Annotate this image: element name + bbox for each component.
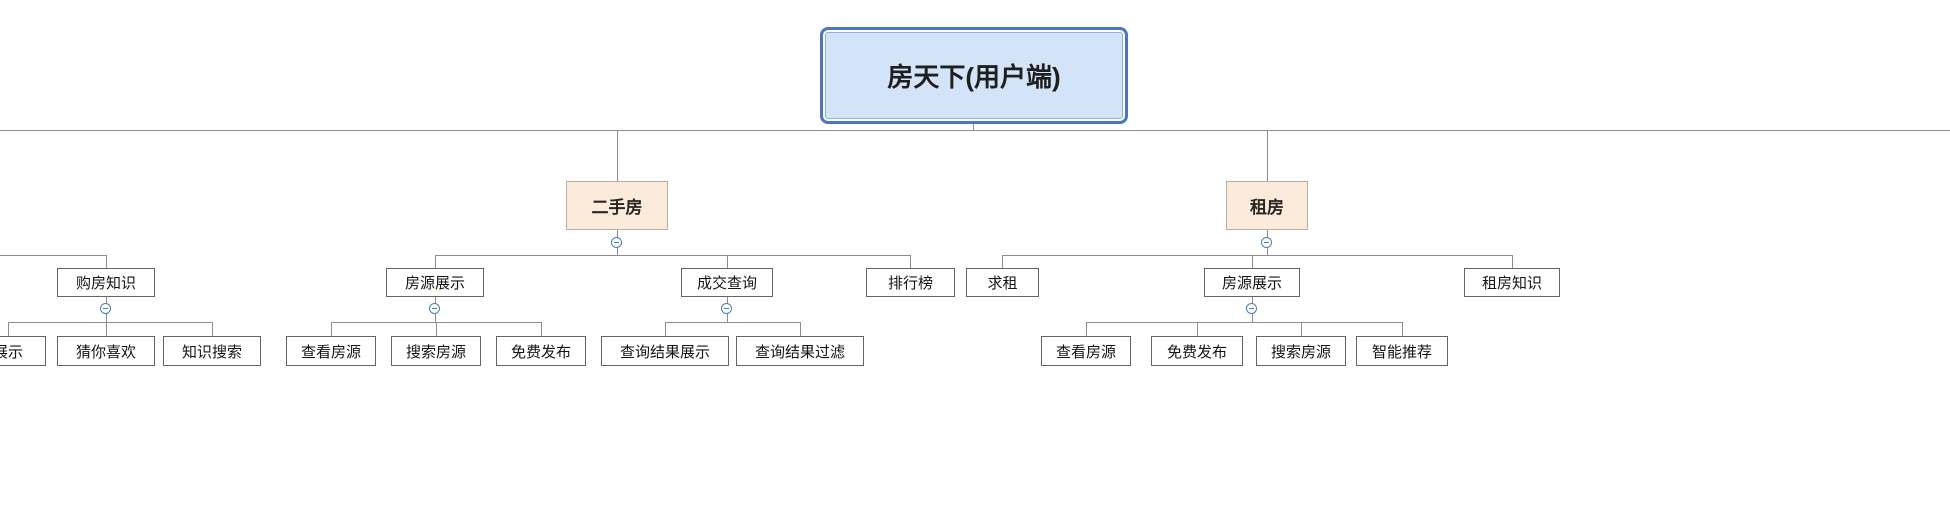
connector-line <box>1252 255 1253 268</box>
connector-line <box>1002 255 1003 268</box>
collapse-icon[interactable] <box>1246 303 1257 314</box>
topic-knowledge-search[interactable]: 知识搜索 <box>163 336 261 366</box>
connector-line <box>106 322 107 336</box>
connector-line <box>727 255 728 268</box>
topic-rent-free-publish[interactable]: 免费发布 <box>1151 336 1243 366</box>
topic-guess-you-like[interactable]: 猜你喜欢 <box>57 336 155 366</box>
topic-rent-house[interactable]: 租房 <box>1226 181 1308 230</box>
connector-line <box>1267 130 1268 181</box>
topic-listing-display[interactable]: 房源展示 <box>386 268 484 297</box>
connector-line <box>1086 322 1087 336</box>
connector-line <box>8 322 9 336</box>
topic-secondhand-house[interactable]: 二手房 <box>566 181 668 230</box>
topic-deal-query[interactable]: 成交查询 <box>681 268 773 297</box>
topic-query-result-display[interactable]: 查询结果展示 <box>601 336 729 366</box>
topic-rent-view-listings[interactable]: 查看房源 <box>1041 336 1131 366</box>
connector-line <box>0 130 1950 131</box>
topic-view-listings[interactable]: 查看房源 <box>286 336 376 366</box>
connector-line <box>910 255 911 268</box>
connector-line <box>435 255 436 268</box>
topic-free-publish[interactable]: 免费发布 <box>496 336 586 366</box>
connector-line <box>8 322 213 323</box>
connector-line <box>665 322 666 336</box>
connector-line <box>800 322 801 336</box>
connector-line <box>435 255 911 256</box>
collapse-icon[interactable] <box>611 237 622 248</box>
connector-line <box>106 255 107 268</box>
connector-line <box>1402 322 1403 336</box>
connector-line <box>617 130 618 181</box>
connector-line <box>1197 322 1198 336</box>
topic-house-knowledge[interactable]: 购房知识 <box>57 268 155 297</box>
collapse-icon[interactable] <box>1261 237 1272 248</box>
connector-line <box>665 322 801 323</box>
connector-line <box>1002 255 1513 256</box>
collapse-icon[interactable] <box>100 303 111 314</box>
topic-rent-knowledge[interactable]: 租房知识 <box>1464 268 1560 297</box>
topic-smart-recommend[interactable]: 智能推荐 <box>1356 336 1448 366</box>
topic-display[interactable]: 展示 <box>0 336 46 366</box>
connector-line <box>1301 322 1302 336</box>
topic-query-result-filter[interactable]: 查询结果过滤 <box>736 336 864 366</box>
root-topic[interactable]: 房天下(用户端) <box>820 27 1128 124</box>
topic-rent-search-listings[interactable]: 搜索房源 <box>1256 336 1346 366</box>
connector-line <box>331 322 332 336</box>
collapse-icon[interactable] <box>721 303 732 314</box>
connector-line <box>541 322 542 336</box>
connector-line <box>1512 255 1513 268</box>
topic-ranking[interactable]: 排行榜 <box>866 268 955 297</box>
connector-line <box>212 322 213 336</box>
topic-search-listings[interactable]: 搜索房源 <box>391 336 481 366</box>
connector-line <box>973 124 974 131</box>
connector-line <box>436 322 437 336</box>
collapse-icon[interactable] <box>429 303 440 314</box>
connector-line <box>0 255 106 256</box>
connector-line <box>1086 322 1403 323</box>
topic-rent-listing-display[interactable]: 房源展示 <box>1204 268 1300 297</box>
topic-seek-rent[interactable]: 求租 <box>966 268 1039 297</box>
